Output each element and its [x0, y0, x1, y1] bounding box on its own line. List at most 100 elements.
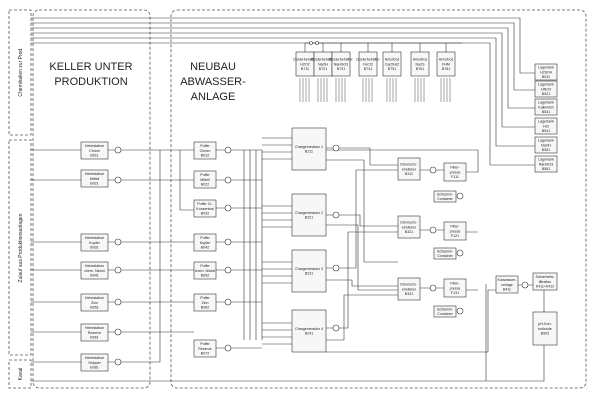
buffer-tank-label: Puffer Cr-	[197, 202, 213, 206]
side-labels: Chemikalien zur Prod. Zulauf aus Produkt…	[18, 47, 24, 380]
safety-filtration-label: K411+K412	[536, 284, 555, 288]
dosing-tank-frame	[410, 51, 430, 77]
storage-tank-label: Lagertank	[538, 101, 554, 105]
storage-tank-label: NaHSO3	[539, 162, 553, 166]
pump-icon	[456, 192, 464, 200]
lift-station-frame	[80, 169, 109, 188]
dosing-tank-label: H2O2	[300, 62, 309, 66]
buffer-tank-label: Puffer	[200, 264, 210, 268]
clean-water-tank-label: vorlage	[501, 283, 513, 287]
buffer-tank-frame	[193, 199, 217, 218]
dosing-tank-frame	[331, 51, 351, 77]
buffer-tank-label: Chrom	[200, 149, 211, 153]
sludge-container: Schlamm-Container	[433, 305, 457, 318]
buffer-tank-label: B032	[201, 211, 209, 215]
storage-tank-label: Lagertank	[538, 139, 554, 143]
thickener-label: B331	[405, 292, 413, 296]
storage-tank-label: HCl	[543, 124, 549, 128]
dosing-tank-label: Ams/Dos	[413, 58, 428, 62]
lift-station-frame	[80, 261, 109, 280]
storage-tank-label: Lagertank	[538, 120, 554, 124]
pump-icon	[429, 166, 437, 174]
dosing-tank-label: B721	[319, 67, 327, 71]
dosing-lines	[299, 78, 451, 102]
lift-station-label: Mitteil	[90, 177, 100, 181]
inflow-side-box	[8, 139, 32, 356]
storage-tank-label: B551	[542, 148, 550, 152]
buffer-tank-label: Reserve	[198, 347, 211, 351]
pump-icon	[521, 281, 529, 289]
storage-tank-label: B511	[542, 75, 550, 79]
storage-tank-label: Lagertank	[538, 158, 554, 162]
clean-water-tank-frame	[495, 275, 519, 294]
buffer-tank-frame	[193, 261, 217, 280]
lift-station-label: Kupfer	[89, 241, 100, 245]
pump-icon	[332, 211, 340, 219]
batch-reactor-label: B231	[305, 272, 313, 276]
pump-icon	[114, 358, 122, 366]
filter-press-frame	[443, 162, 467, 182]
dosing-tank-label: B751	[388, 67, 396, 71]
sludge-container-label: Schlamm-	[437, 308, 454, 312]
filter-press-label: Filter-	[450, 166, 460, 170]
dosing-tank-frame	[358, 51, 378, 77]
region-frames	[8, 9, 587, 389]
buffer-tank-frame	[193, 233, 217, 252]
lift-station-label: B011	[90, 153, 98, 157]
filter-press-label: F121	[451, 234, 459, 238]
buffer-tank-label: B022	[201, 182, 209, 186]
dosing-tank-label: Ams/Dos	[385, 58, 400, 62]
pump-icon	[224, 176, 232, 184]
dosing-tank-frame	[436, 51, 456, 77]
neubau-title-line2: ABWASSER-	[180, 76, 246, 88]
pump-icon	[114, 238, 122, 246]
lift-station-label: Hebestation	[85, 144, 104, 148]
lift-station-label: Hebestation	[85, 264, 104, 268]
region-titles: KELLER UNTER PRODUKTION NEUBAU ABWASSER-…	[49, 61, 246, 103]
pump-icon	[224, 266, 232, 274]
dosing-tank-label: Ams/Dos	[439, 58, 454, 62]
inflow-side-label: Zulauf aus Produktionsanlagen	[18, 213, 24, 282]
dosing-tank-label: NaOH	[318, 62, 328, 66]
storage-tank-label: Kalkmilch	[538, 105, 553, 109]
sludge-container-label: Container	[437, 312, 453, 316]
pump-icon	[114, 176, 122, 184]
dosing-tank-frame	[382, 51, 402, 77]
pump-icon	[114, 298, 122, 306]
storage-tank-frame	[534, 117, 558, 135]
lift-station-frame	[80, 293, 109, 312]
pump-icon	[114, 328, 122, 336]
chemicals-side-box	[8, 9, 32, 136]
sewer-side-box	[8, 359, 32, 389]
dosing-tank-label: B781	[442, 67, 450, 71]
chemicals-side-label: Chemikalien zur Prod.	[18, 47, 24, 96]
dosing-tank-label: Na2S	[416, 62, 426, 66]
dosing-tank-label: B711	[301, 67, 309, 71]
safety-filtration-frame	[532, 272, 558, 291]
dosing-tank-label: FHM	[442, 62, 450, 66]
batch-reactor-frame	[291, 249, 327, 293]
ph-control-stage-label: trollstufe	[538, 327, 552, 331]
pump-icon	[114, 146, 122, 154]
lift-station-label: Reserve	[88, 331, 101, 335]
buffer-tank-label: Puffer	[200, 236, 210, 240]
thickener-label: Dünnschl.-	[400, 163, 418, 167]
